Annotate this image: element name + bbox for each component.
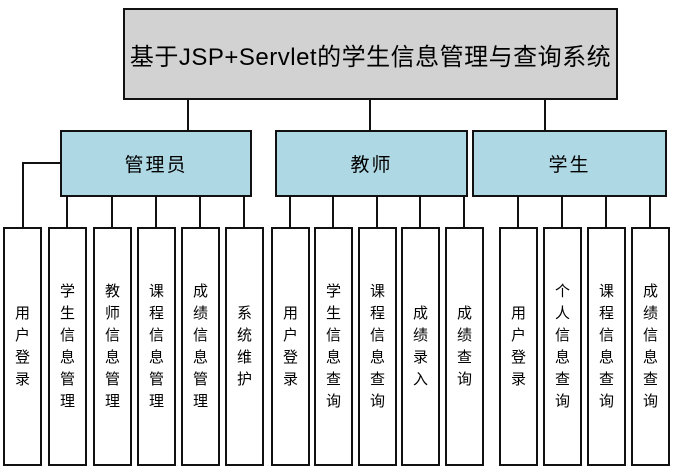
node-teacher-course-info-query: 课程信息查询 — [358, 227, 397, 466]
connector-student-child-2 — [561, 197, 563, 227]
connector-teacher-child-3 — [376, 197, 378, 227]
group-box-teacher: 教师 — [275, 130, 468, 197]
connector-teacher-child-2 — [332, 197, 334, 227]
node-label: 用户登录 — [511, 304, 527, 388]
connector-admin-child-2 — [66, 197, 68, 227]
node-label: 系统维护 — [237, 304, 253, 388]
node-student-user-login: 用户登录 — [499, 227, 538, 466]
node-admin-course-info-manage: 课程信息管理 — [137, 227, 176, 466]
node-label: 个人信息查询 — [555, 282, 571, 410]
node-label: 学生信息查询 — [326, 282, 342, 410]
node-student-personal-info-query: 个人信息查询 — [543, 227, 582, 466]
group-box-student: 学生 — [472, 130, 667, 197]
connector-title-teacher — [369, 100, 371, 130]
connector-admin-child-6 — [243, 197, 245, 227]
node-admin-score-info-manage: 成绩信息管理 — [181, 227, 220, 466]
connector-admin-elbow-h — [22, 162, 60, 164]
node-label: 课程信息查询 — [599, 282, 615, 410]
node-teacher-student-info-query: 学生信息查询 — [314, 227, 353, 466]
connector-admin-child-5 — [199, 197, 201, 227]
node-teacher-score-query: 成绩查询 — [445, 227, 484, 466]
node-student-course-info-query: 课程信息查询 — [587, 227, 626, 466]
group-box-admin: 管理员 — [60, 130, 252, 197]
connector-admin-child-4 — [155, 197, 157, 227]
root-title-label: 基于JSP+Servlet的学生信息管理与查询系统 — [129, 43, 612, 71]
node-admin-teacher-info-manage: 教师信息管理 — [93, 227, 132, 466]
node-label: 成绩信息管理 — [193, 282, 209, 410]
group-label-admin: 管理员 — [124, 155, 188, 176]
node-label: 学生信息管理 — [60, 282, 76, 410]
node-label: 课程信息管理 — [149, 282, 165, 410]
connector-student-child-3 — [605, 197, 607, 227]
node-admin-user-login: 用户登录 — [3, 227, 42, 466]
node-admin-system-maintain: 系统维护 — [225, 227, 264, 466]
group-label-student: 学生 — [548, 155, 591, 176]
node-label: 教师信息管理 — [105, 282, 121, 410]
root-title-box: 基于JSP+Servlet的学生信息管理与查询系统 — [123, 8, 618, 100]
connector-teacher-child-5 — [463, 197, 465, 227]
connector-teacher-child-1 — [289, 197, 291, 227]
node-label: 成绩录入 — [413, 304, 429, 388]
node-teacher-score-entry: 成绩录入 — [401, 227, 440, 466]
node-teacher-user-login: 用户登录 — [271, 227, 310, 466]
connector-title-admin — [187, 100, 189, 130]
node-label: 成绩信息查询 — [643, 282, 659, 410]
connector-admin-child-3 — [111, 197, 113, 227]
connector-student-child-4 — [649, 197, 651, 227]
node-label: 用户登录 — [15, 304, 31, 388]
connector-student-child-1 — [517, 197, 519, 227]
node-label: 用户登录 — [283, 304, 299, 388]
group-label-teacher: 教师 — [350, 155, 393, 176]
node-label: 成绩查询 — [457, 304, 473, 388]
connector-teacher-child-4 — [419, 197, 421, 227]
node-admin-student-info-manage: 学生信息管理 — [48, 227, 87, 466]
connector-title-student — [544, 100, 546, 130]
connector-admin-elbow-v — [22, 162, 24, 227]
node-label: 课程信息查询 — [370, 282, 386, 410]
node-student-score-info-query: 成绩信息查询 — [631, 227, 670, 466]
